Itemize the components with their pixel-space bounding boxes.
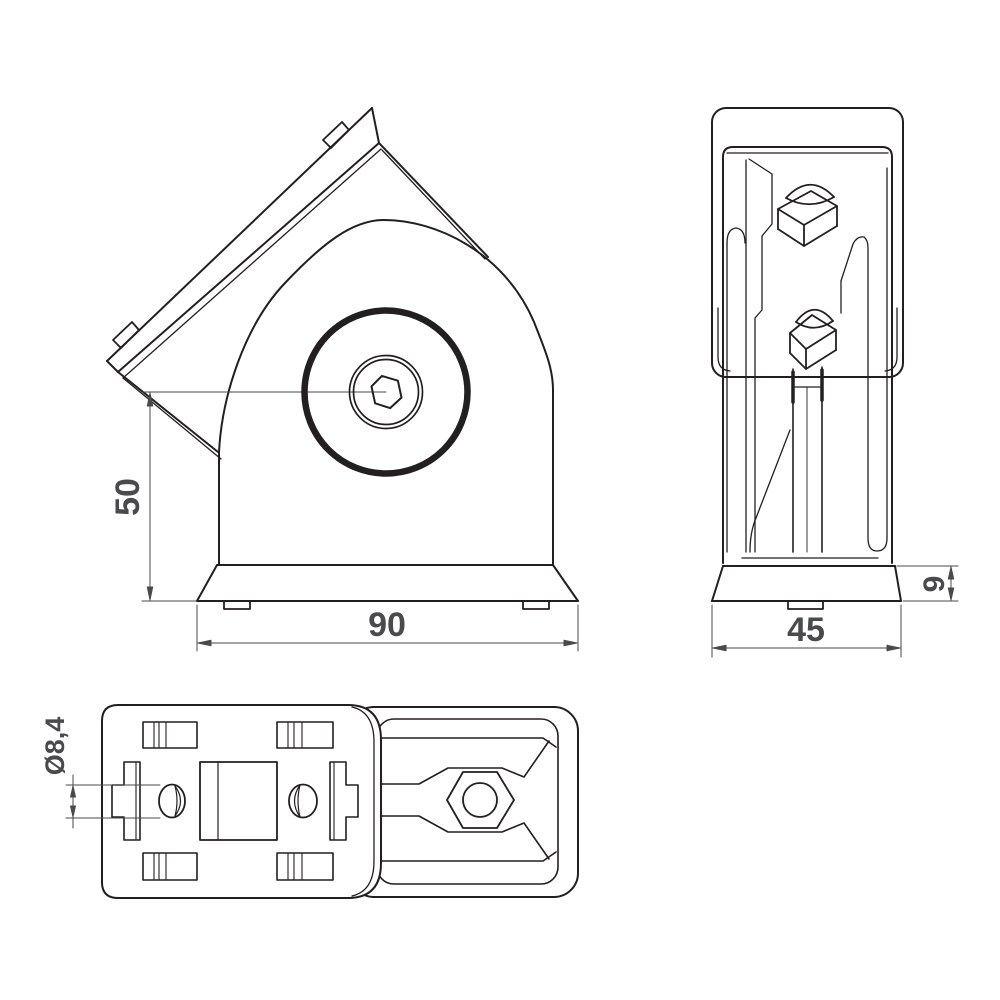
- dimension-hole-diameter: [65, 774, 161, 829]
- side-base-foot: [787, 600, 824, 610]
- plate-tab-lower: [112, 321, 140, 349]
- hole-left: [158, 783, 186, 819]
- t-nut-lower: [789, 308, 837, 370]
- body-outline: [196, 219, 579, 610]
- bolt-head-inner: [352, 358, 420, 426]
- dim-label-hole-diameter: Ø8,4: [40, 717, 70, 776]
- slot-top-left: [142, 721, 198, 749]
- dimension-front-width: [196, 604, 579, 652]
- bolt-shaft: [791, 366, 824, 553]
- hex-socket-icon: [370, 374, 403, 410]
- side-body: [722, 146, 893, 564]
- dimension-side-width: [711, 604, 902, 658]
- dim-label-front-width: 90: [368, 606, 406, 644]
- bottom-view: [101, 704, 579, 899]
- center-boss: [199, 761, 278, 841]
- dimension-base-thickness: [896, 565, 959, 602]
- slot-top-right: [276, 721, 334, 749]
- t-nut-upper: [777, 183, 838, 247]
- hole-right: [288, 783, 318, 819]
- side-view: [711, 107, 904, 610]
- slot-bottom-right: [276, 852, 334, 881]
- hex-nut: [446, 771, 515, 829]
- side-base: [711, 557, 902, 610]
- clamp-tab-right: [329, 761, 359, 841]
- dim-label-base-thickness: 9: [918, 576, 951, 593]
- pivot-bolt: [142, 307, 471, 477]
- top-plate-projection: [349, 706, 579, 898]
- base-plate-view: [101, 704, 382, 899]
- side-plate-outline: [711, 107, 904, 378]
- base-foot-left: [223, 600, 251, 610]
- dim-label-side-width: 45: [787, 611, 825, 649]
- pivot-ring: [301, 307, 471, 477]
- slot-bottom-left: [142, 852, 198, 881]
- base-foot-right: [522, 600, 550, 610]
- hex-nut-bore: [462, 782, 498, 818]
- plate-tab-upper: [322, 121, 350, 149]
- dimension-front-height: [141, 392, 197, 602]
- angled-plate: [106, 107, 489, 460]
- bolt-head-outer: [348, 354, 424, 430]
- front-view: [106, 107, 579, 610]
- dimensions: [65, 392, 959, 829]
- dim-label-front-height: 50: [109, 478, 147, 516]
